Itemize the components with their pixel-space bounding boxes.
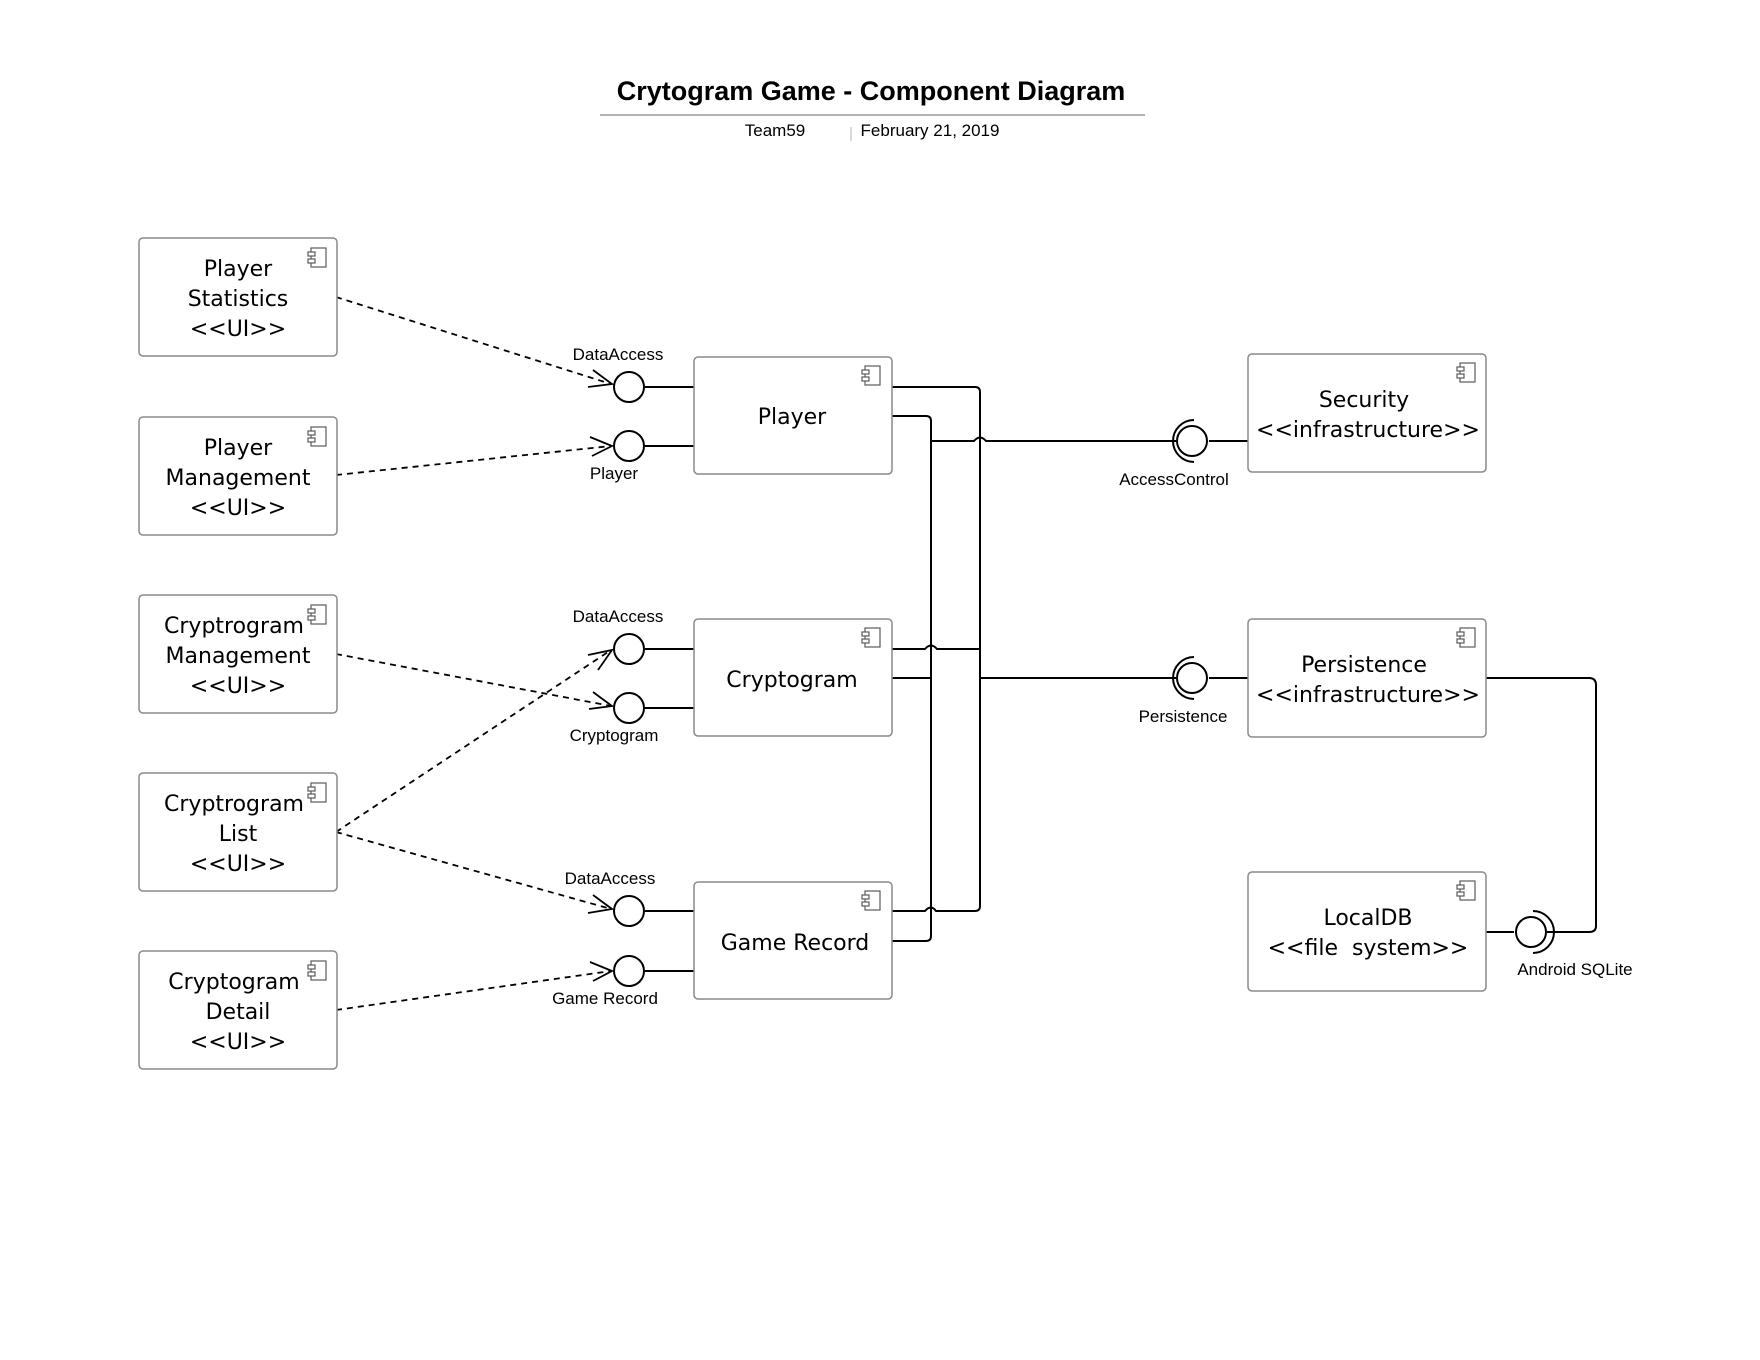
component-name-line: Cryptogram xyxy=(168,970,299,995)
component-cryptogram: Cryptogram xyxy=(693,618,893,737)
accesscontrol-interface xyxy=(1176,425,1208,457)
author-label: Team59 xyxy=(745,121,805,140)
android-sqlite-socket xyxy=(1532,910,1555,954)
component-cryptrogram-management: Cryptrogram Management <<UI>> xyxy=(138,594,338,714)
persistence-interface xyxy=(1176,662,1208,694)
component-name-line: Security xyxy=(1319,388,1409,413)
component-icon xyxy=(1456,880,1476,901)
component-name-line: Management xyxy=(166,466,311,491)
component-stereotype: <<infrastructure>> xyxy=(1256,683,1480,708)
component-icon xyxy=(307,960,327,981)
component-stereotype: <<UI>> xyxy=(190,852,286,877)
component-player: Player xyxy=(693,356,893,475)
component-stereotype: <<UI>> xyxy=(190,496,286,521)
component-player-statistics: Player Statistics <<UI>> xyxy=(138,237,338,357)
android-sqlite-interface xyxy=(1515,916,1547,948)
component-icon xyxy=(1456,362,1476,383)
component-name-line: Cryptogram xyxy=(726,668,857,693)
component-security: Security <<infrastructure>> xyxy=(1247,353,1487,473)
component-stereotype: <<file system>> xyxy=(1268,936,1469,961)
component-name-line: LocalDB xyxy=(1323,906,1412,931)
component-name-line: Player xyxy=(204,436,273,461)
component-cryptogram-detail: Cryptogram Detail <<UI>> xyxy=(138,950,338,1070)
label-android-sqlite: Android SQLite xyxy=(1517,960,1632,979)
assembly-wires xyxy=(645,386,1597,972)
diagram-title: Crytogram Game - Component Diagram xyxy=(617,76,1126,106)
component-icon xyxy=(307,782,327,803)
player-dataaccess-interface xyxy=(613,371,645,403)
component-localdb: LocalDB <<file system>> xyxy=(1247,871,1487,992)
gamerecord-dataaccess-interface xyxy=(613,895,645,927)
cryptogram-interface xyxy=(613,692,645,724)
label-gamerecord-interface: Game Record xyxy=(552,989,658,1008)
label-accesscontrol: AccessControl xyxy=(1119,470,1229,489)
component-icon xyxy=(861,365,881,386)
component-name-line: Management xyxy=(166,644,311,669)
label-cryptogram-dataaccess: DataAccess xyxy=(573,607,664,626)
component-name-line: Player xyxy=(758,405,827,430)
component-name-line: Cryptrogram xyxy=(164,792,304,817)
component-stereotype: <<infrastructure>> xyxy=(1256,418,1480,443)
component-stereotype: <<UI>> xyxy=(190,317,286,342)
component-name-line: Player xyxy=(204,257,273,282)
component-name-line: Cryptrogram xyxy=(164,614,304,639)
gamerecord-interface xyxy=(613,955,645,987)
component-game-record: Game Record xyxy=(693,881,893,1000)
date-label: February 21, 2019 xyxy=(861,121,1000,140)
component-cryptrogram-list: Cryptrogram List <<UI>> xyxy=(138,772,338,892)
component-name-line: Statistics xyxy=(188,287,289,312)
component-icon xyxy=(861,627,881,648)
label-persistence-interface: Persistence xyxy=(1139,707,1228,726)
component-icon xyxy=(307,426,327,447)
component-name-line: Game Record xyxy=(721,931,870,956)
component-name-line: Persistence xyxy=(1301,653,1427,678)
label-player-dataaccess: DataAccess xyxy=(573,345,664,364)
component-icon xyxy=(861,890,881,911)
cryptogram-dataaccess-interface xyxy=(613,633,645,665)
label-gamerecord-dataaccess: DataAccess xyxy=(565,869,656,888)
component-stereotype: <<UI>> xyxy=(190,674,286,699)
component-player-management: Player Management <<UI>> xyxy=(138,416,338,536)
component-name-line: Detail xyxy=(206,1000,271,1025)
label-cryptogram-interface: Cryptogram xyxy=(570,726,659,745)
component-stereotype: <<UI>> xyxy=(190,1030,286,1055)
dependency-arrows xyxy=(335,296,615,1011)
component-icon xyxy=(1456,627,1476,648)
component-name-line: List xyxy=(219,822,258,847)
accesscontrol-socket xyxy=(1172,419,1195,463)
player-interface xyxy=(613,430,645,462)
component-persistence: Persistence <<infrastructure>> xyxy=(1247,618,1487,738)
label-player-interface: Player xyxy=(590,464,639,483)
component-icon xyxy=(307,604,327,625)
persistence-socket xyxy=(1172,656,1195,700)
component-icon xyxy=(307,247,327,268)
